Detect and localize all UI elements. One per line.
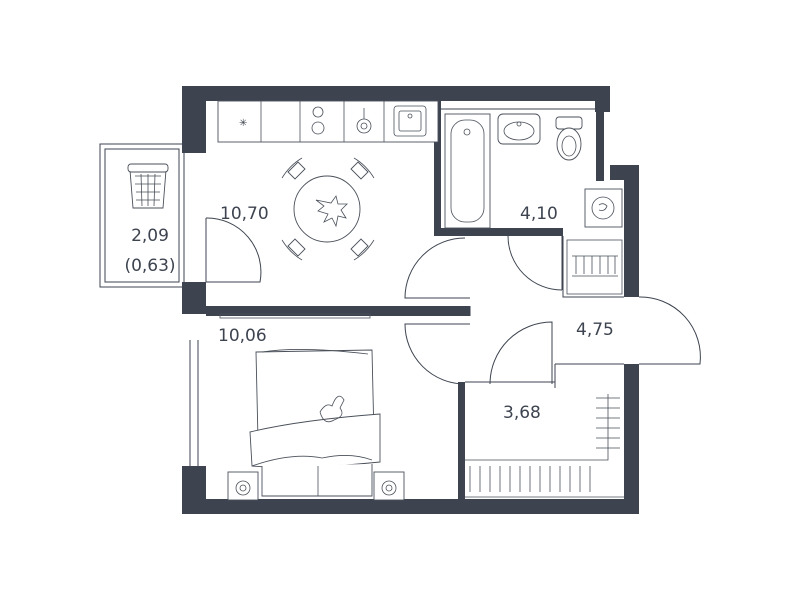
wall-bath-right <box>596 101 604 181</box>
bed <box>249 349 381 497</box>
wall-right-lower <box>624 364 639 514</box>
thin-partitions <box>189 108 624 466</box>
hall-closet-outline <box>562 236 624 298</box>
bedroom <box>219 313 405 501</box>
bedroom-door <box>404 323 470 385</box>
wardrobe <box>465 394 624 498</box>
wall-kitchen-bedroom <box>206 306 470 316</box>
bathtub <box>444 113 491 229</box>
hall-closet <box>566 239 623 295</box>
stove-icon <box>311 106 325 135</box>
toilet-icon <box>555 116 583 161</box>
wall-bath-bottom <box>434 228 563 236</box>
kitchen-door <box>404 237 470 299</box>
hall-area-label: 4,75 <box>576 320 614 340</box>
bathroom-area-label: 4,10 <box>520 204 558 224</box>
kitchen-counter <box>217 100 439 143</box>
wall-bottom <box>182 499 639 514</box>
balcony-inner-outline <box>104 148 180 283</box>
balcony <box>99 143 185 288</box>
wall-right-upper <box>624 165 639 297</box>
wall-left-top <box>182 86 206 153</box>
bedroom-window <box>189 340 199 466</box>
wardrobe-area-label: 3,68 <box>503 403 541 423</box>
balcony-area-label: 2,09 <box>131 226 169 246</box>
laundry-basket-icon <box>127 163 169 209</box>
nightstand-right <box>373 471 405 501</box>
kitchen-sink-icon <box>393 105 427 137</box>
wall-wardrobe-left <box>458 382 465 499</box>
walls <box>182 86 639 514</box>
kitchen-tap-icon <box>356 108 372 134</box>
dining-table <box>281 157 375 261</box>
hangers-side <box>596 397 620 449</box>
bathroom <box>444 113 623 291</box>
kitchen-area-label: 10,70 <box>220 204 269 224</box>
toy-icon <box>319 395 345 423</box>
entrance-door <box>638 296 701 365</box>
flower-vase-icon <box>315 195 348 228</box>
bedroom-area-label: 10,06 <box>218 326 267 346</box>
washing-machine-icon <box>584 188 623 228</box>
wardrobe-door <box>489 321 553 385</box>
hall <box>404 237 701 385</box>
svg-text:✳: ✳ <box>239 118 247 129</box>
washbasin-icon <box>497 113 541 145</box>
hangers-bottom <box>469 466 591 492</box>
wall-top <box>182 86 610 101</box>
wall-left-mid <box>182 282 206 314</box>
kitchen: ✳ <box>205 100 439 283</box>
bathroom-door <box>507 235 563 291</box>
wall-kitchen-bath <box>434 101 441 235</box>
balcony-outline <box>99 143 185 288</box>
nightstand-left <box>227 471 259 501</box>
balcony-door <box>205 217 262 283</box>
balcony-reduced-area-label: (0,63) <box>124 256 175 276</box>
